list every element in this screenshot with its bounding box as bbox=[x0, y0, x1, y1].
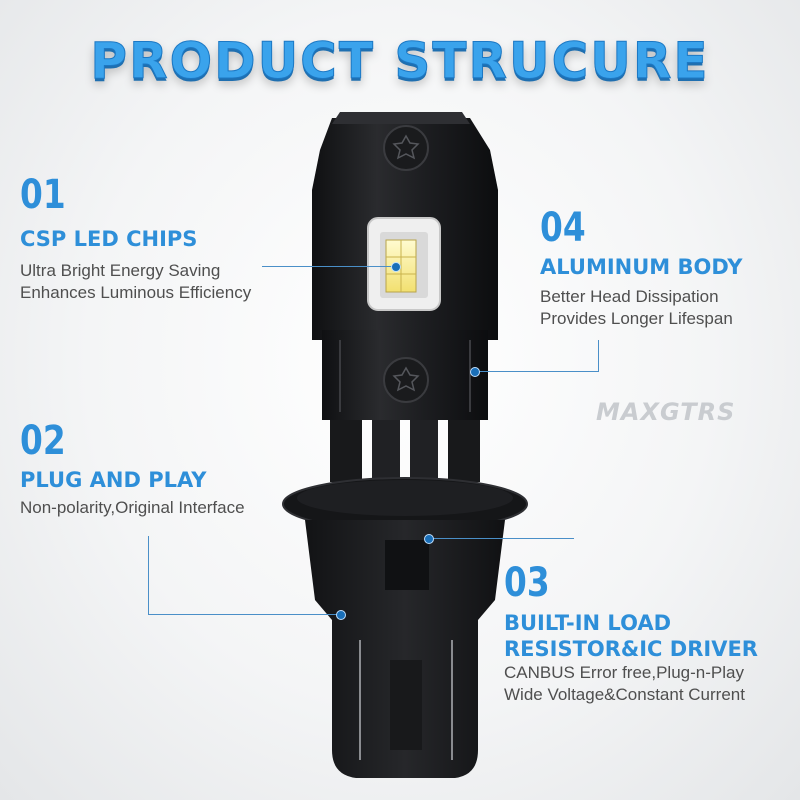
feature-desc-line: Better Head Dissipation bbox=[540, 287, 719, 306]
connector-line-01 bbox=[262, 266, 396, 267]
feature-desc-03: CANBUS Error free,Plug-n-Play Wide Volta… bbox=[504, 662, 745, 706]
feature-heading-02: PLUG AND PLAY bbox=[20, 468, 207, 492]
feature-heading-03: BUILT-IN LOAD RESISTOR&IC DRIVER bbox=[504, 610, 758, 662]
page-title: PRODUCT STRUCURE bbox=[90, 32, 710, 91]
feature-desc-line: Enhances Luminous Efficiency bbox=[20, 283, 252, 302]
connector-line-02v bbox=[148, 536, 149, 615]
connector-line-04h bbox=[474, 371, 598, 372]
top-screw bbox=[383, 125, 429, 171]
connector-line-02h bbox=[148, 614, 342, 615]
connector-line-03 bbox=[428, 538, 574, 539]
feature-heading-04: ALUMINUM BODY bbox=[540, 255, 743, 279]
connector-dot-03 bbox=[424, 534, 434, 544]
feature-heading-line: BUILT-IN LOAD bbox=[504, 611, 672, 635]
connector-line-04v bbox=[598, 340, 599, 372]
feature-desc-02: Non-polarity,Original Interface bbox=[20, 497, 245, 519]
feature-desc-04: Better Head Dissipation Provides Longer … bbox=[540, 286, 733, 330]
feature-desc-line: Non-polarity,Original Interface bbox=[20, 498, 245, 517]
feature-heading-01: CSP LED CHIPS bbox=[20, 227, 198, 251]
brand-watermark: MAXGTRS bbox=[596, 398, 736, 426]
feature-desc-line: Ultra Bright Energy Saving bbox=[20, 261, 221, 280]
connector-dot-01 bbox=[391, 262, 401, 272]
feature-number-03: 03 bbox=[504, 560, 550, 606]
connector-dot-04 bbox=[470, 367, 480, 377]
plug-base bbox=[305, 520, 505, 778]
connector-dot-02 bbox=[336, 610, 346, 620]
feature-desc-line: Provides Longer Lifespan bbox=[540, 309, 733, 328]
feature-desc-01: Ultra Bright Energy Saving Enhances Lumi… bbox=[20, 260, 251, 304]
feature-desc-line: CANBUS Error free,Plug-n-Play bbox=[504, 663, 744, 682]
feature-heading-line: RESISTOR&IC DRIVER bbox=[504, 637, 758, 661]
feature-number-01: 01 bbox=[20, 172, 66, 218]
bottom-screw bbox=[383, 357, 429, 403]
feature-desc-line: Wide Voltage&Constant Current bbox=[504, 685, 745, 704]
feature-number-04: 04 bbox=[540, 205, 586, 251]
feature-number-02: 02 bbox=[20, 418, 66, 464]
